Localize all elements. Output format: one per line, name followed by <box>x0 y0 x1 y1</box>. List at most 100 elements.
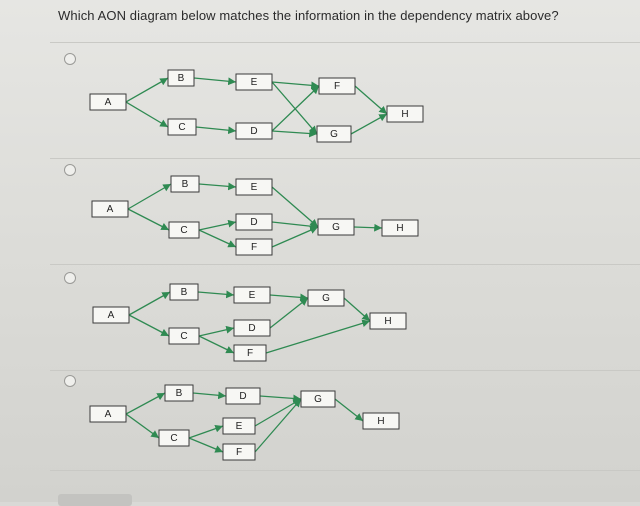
node-c: C <box>168 221 200 239</box>
divider <box>50 264 640 265</box>
arrow-G-to-H <box>353 223 383 232</box>
node-label: D <box>250 217 257 228</box>
node-label: C <box>180 331 187 342</box>
node-label: H <box>401 109 408 120</box>
node-box <box>89 93 127 111</box>
option-2-radio[interactable] <box>64 164 76 176</box>
arrow-A-to-C <box>125 101 169 128</box>
node-b: B <box>170 175 200 193</box>
node-a: A <box>89 93 127 111</box>
node-box <box>222 443 256 461</box>
node-label: G <box>314 394 322 405</box>
node-h: H <box>369 312 407 330</box>
node-h: H <box>381 219 419 237</box>
node-box <box>164 384 194 402</box>
node-box <box>235 178 273 196</box>
arrow-C-to-F <box>188 437 224 453</box>
arrow-F-to-G <box>271 226 319 248</box>
arrow-F-to-G <box>254 398 302 453</box>
node-box <box>89 405 127 423</box>
arrow-E-to-G <box>271 81 318 135</box>
node-h: H <box>362 412 400 430</box>
node-label: A <box>107 204 114 215</box>
arrow-E-to-F <box>271 81 320 90</box>
node-box <box>235 238 273 256</box>
option-4-radio[interactable] <box>64 375 76 387</box>
node-box <box>168 221 200 239</box>
node-box <box>235 122 273 140</box>
node-box <box>225 387 261 405</box>
node-box <box>91 200 129 218</box>
node-label: A <box>105 409 112 420</box>
arrow-D-to-F <box>271 85 320 132</box>
next-button[interactable] <box>58 494 132 506</box>
node-f: F <box>318 77 356 95</box>
arrow-D-to-G <box>259 394 302 403</box>
node-box <box>169 283 199 301</box>
node-c: C <box>167 118 197 136</box>
node-e: E <box>235 73 273 91</box>
node-a: A <box>91 200 129 218</box>
node-label: D <box>250 126 257 137</box>
node-box <box>168 327 200 345</box>
arrow-B-to-D <box>192 391 227 400</box>
arrow-G-to-H <box>334 398 364 422</box>
node-box <box>233 344 267 362</box>
arrow-B-to-E <box>193 77 237 86</box>
node-a: A <box>89 405 127 423</box>
arrow-D-to-G <box>269 297 309 329</box>
node-h: H <box>386 105 424 123</box>
arrow-A-to-C <box>127 208 170 231</box>
node-label: F <box>251 242 257 253</box>
node-box <box>222 417 256 435</box>
node-b: B <box>169 283 199 301</box>
arrow-A-to-C <box>128 314 170 337</box>
node-e: E <box>233 286 271 304</box>
node-g: G <box>317 218 355 236</box>
node-box <box>92 306 130 324</box>
arrow-F-to-H <box>354 85 388 115</box>
arrow-A-to-B <box>125 77 169 103</box>
node-box <box>235 213 273 231</box>
arrow-D-to-G <box>271 129 318 138</box>
arrow-E-to-G <box>254 398 302 427</box>
node-label: E <box>236 421 243 432</box>
arrow-A-to-B <box>128 291 171 316</box>
node-box <box>369 312 407 330</box>
node-label: E <box>249 290 256 301</box>
question-text: Which AON diagram below matches the info… <box>58 8 559 23</box>
node-label: F <box>236 447 242 458</box>
node-box <box>300 390 336 408</box>
node-box <box>316 125 352 143</box>
arrow-C-to-D <box>198 325 235 337</box>
arrow-E-to-G <box>271 186 319 228</box>
node-box <box>233 319 271 337</box>
node-d: D <box>233 319 271 337</box>
node-label: C <box>178 122 185 133</box>
arrow-C-to-D <box>198 219 237 231</box>
arrow-G-to-H <box>343 297 371 322</box>
node-label: G <box>332 222 340 233</box>
divider <box>50 158 640 159</box>
option-3-radio[interactable] <box>64 272 76 284</box>
arrow-B-to-E <box>197 290 235 299</box>
node-label: C <box>180 225 187 236</box>
arrow-E-to-G <box>269 293 309 302</box>
node-box <box>235 73 273 91</box>
arrow-C-to-F <box>198 335 235 354</box>
node-box <box>167 69 195 87</box>
node-box <box>167 118 197 136</box>
arrow-B-to-E <box>198 182 237 191</box>
arrow-A-to-B <box>125 392 166 415</box>
option-1-radio[interactable] <box>64 53 76 65</box>
node-g: G <box>300 390 336 408</box>
node-label: B <box>176 388 183 399</box>
node-c: C <box>158 429 190 447</box>
divider <box>50 42 640 43</box>
node-label: H <box>377 416 384 427</box>
